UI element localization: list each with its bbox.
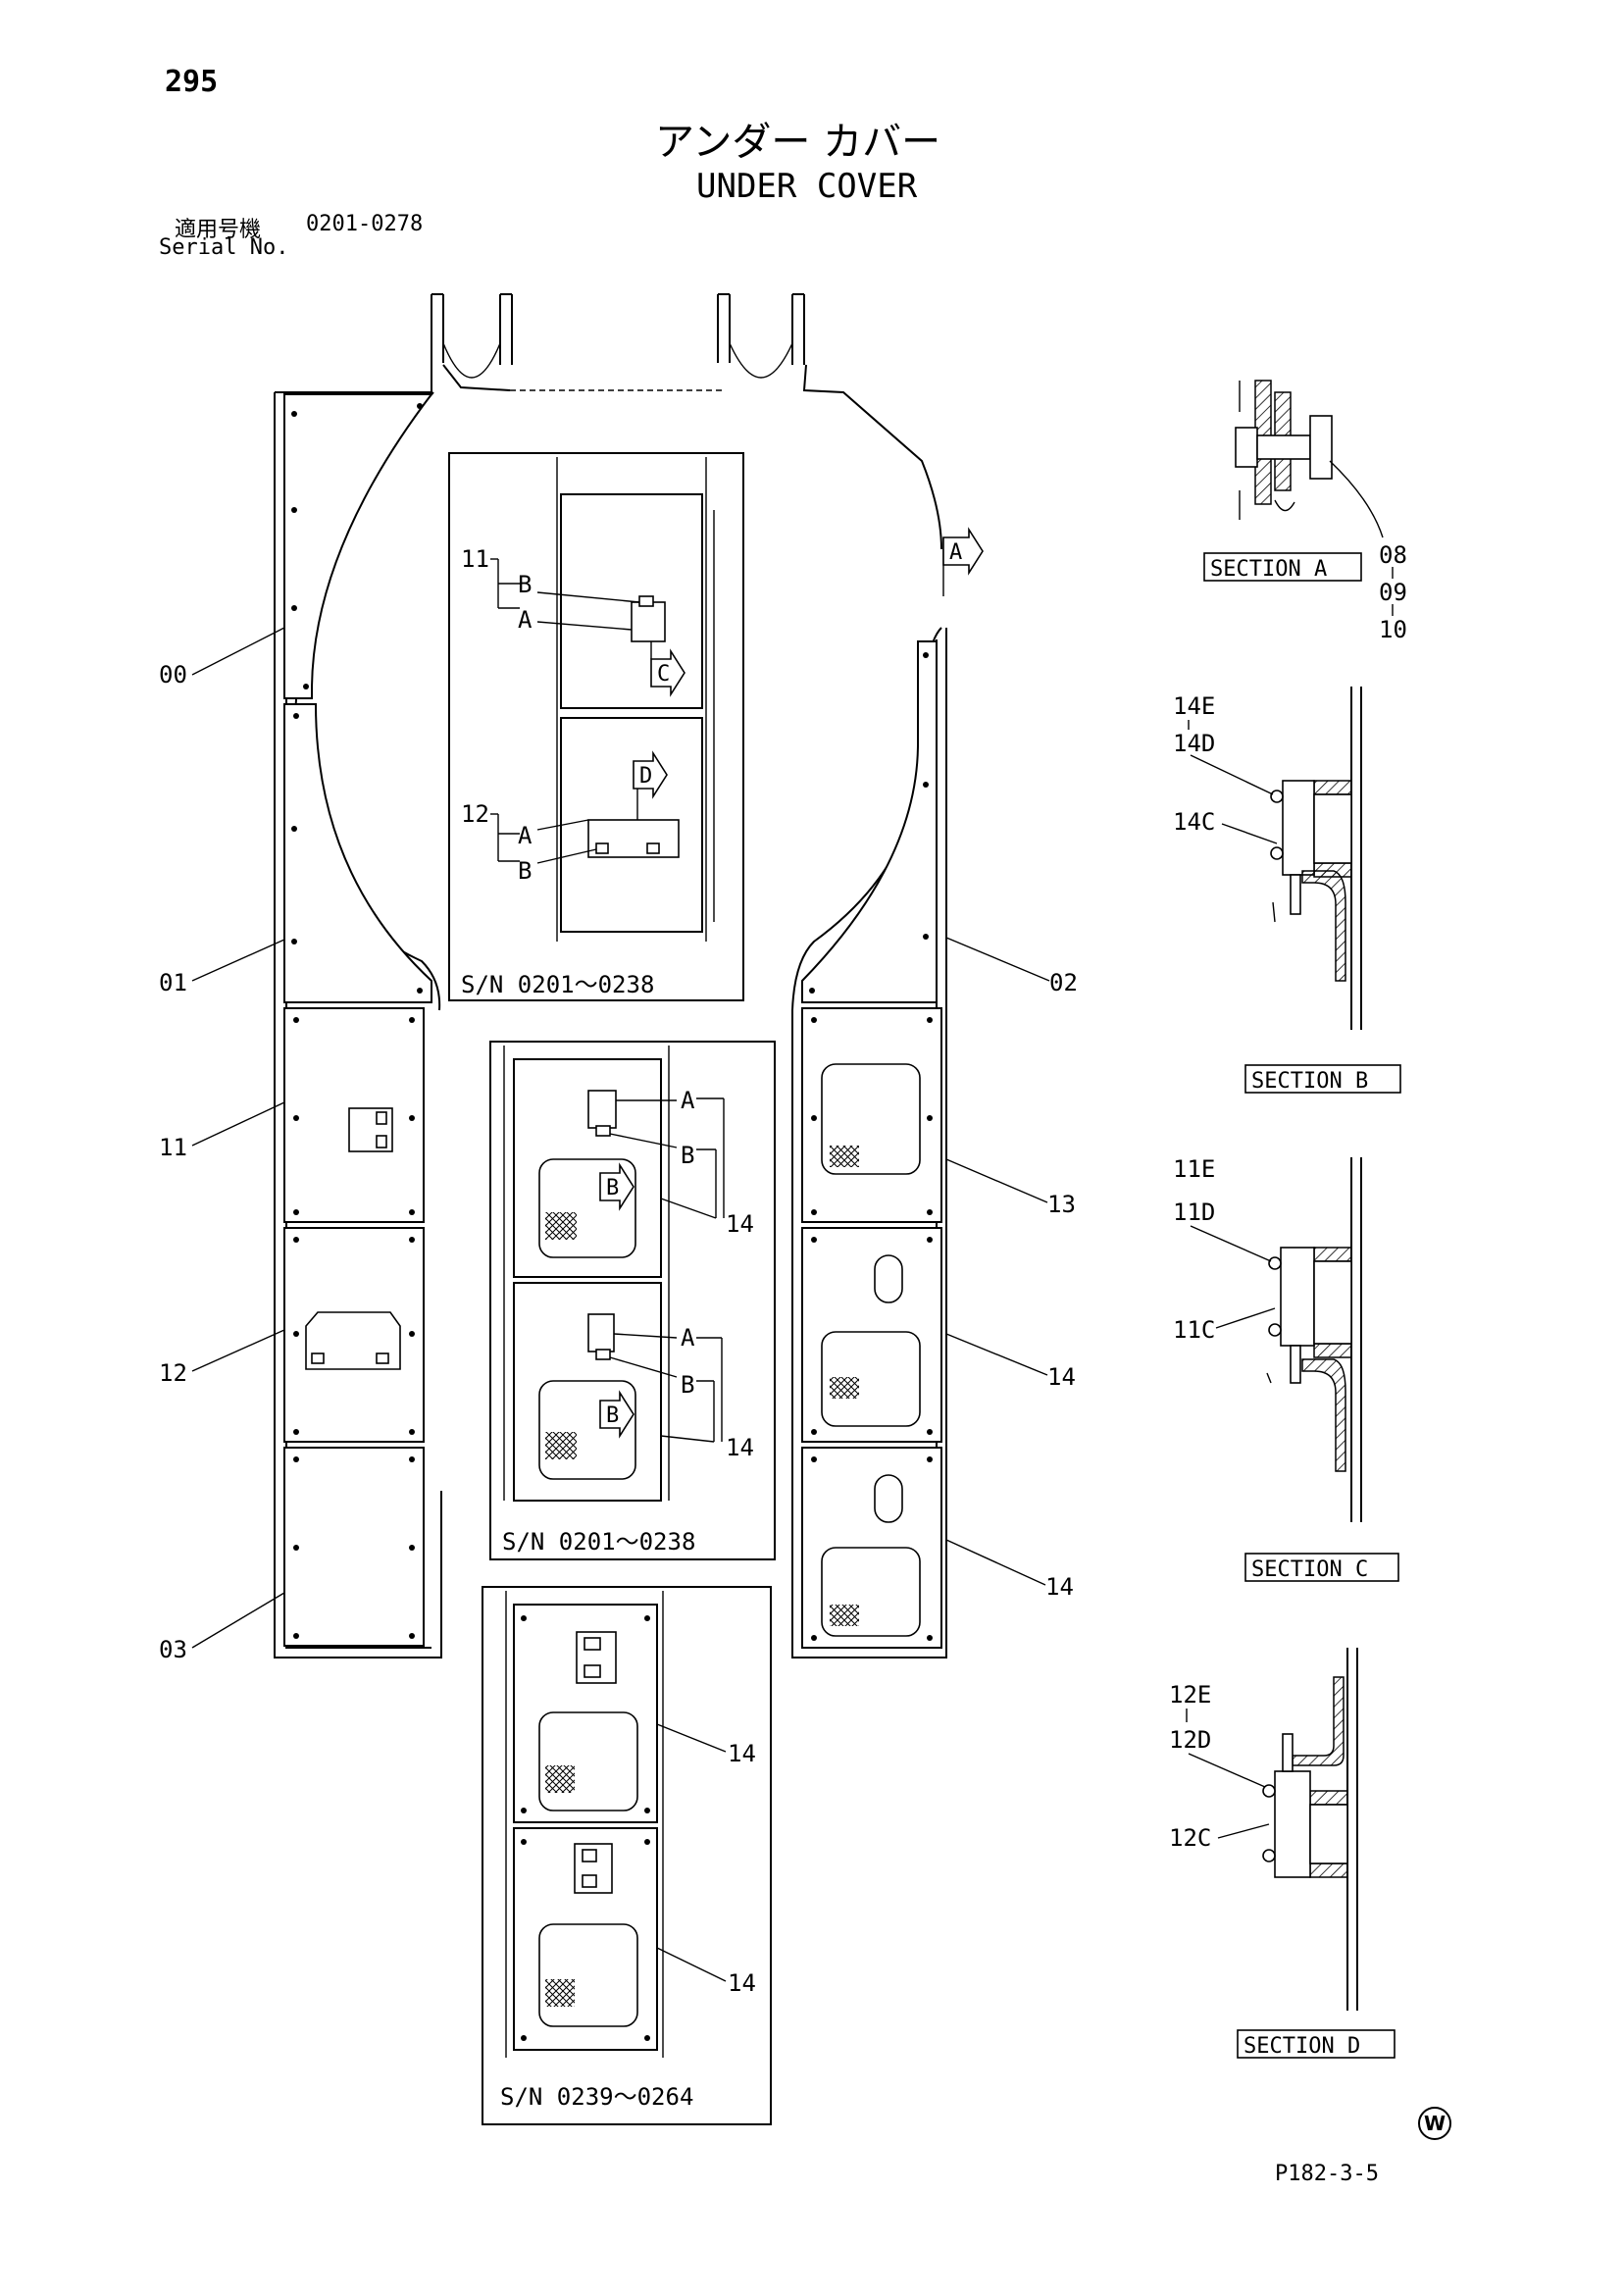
right-cover-panel-14-lower — [801, 1447, 942, 1649]
inset1-callout-12: 12 — [461, 800, 489, 828]
left-cover-panel-03 — [283, 1447, 425, 1647]
inset-detail-2: B B A B 14 A B 14 S/N 0201～0238 — [489, 1041, 776, 1560]
callout-14-right-lower: 14 — [1045, 1573, 1074, 1601]
callout-12C: 12C — [1169, 1824, 1211, 1852]
callout-13: 13 — [1047, 1191, 1076, 1218]
inset2-label-b1: B — [681, 1142, 694, 1169]
inset3-callout-14-upper: 14 — [728, 1740, 756, 1767]
callout-03: 03 — [159, 1636, 187, 1663]
section-c-label: SECTION C — [1251, 1557, 1368, 1582]
callout-14-right-upper: 14 — [1047, 1363, 1076, 1391]
main-callouts: 00 01 11 12 03 02 13 14 14 A — [159, 527, 1078, 1663]
inset-detail-3: 14 14 S/N 0239～0264 — [482, 1586, 772, 2125]
section-c-detail: 11E 11D 11C SECTION C — [1173, 1155, 1399, 1582]
inset1-label-b1: B — [518, 571, 532, 598]
left-cover-panel-01 — [283, 703, 432, 1003]
inset2-arrow-b2: B — [606, 1403, 619, 1428]
left-cover-panel-12 — [283, 1227, 425, 1443]
callout-14E: 14E — [1173, 692, 1215, 720]
page-title-english: UNDER COVER — [696, 167, 918, 206]
inset2-label-a1: A — [681, 1087, 695, 1114]
callout-09: 09 — [1379, 579, 1407, 606]
callout-12D: 12D — [1169, 1726, 1211, 1754]
inset2-label-a2: A — [681, 1324, 695, 1352]
inset1-callout-11: 11 — [461, 545, 489, 573]
inset2-arrow-b1: B — [606, 1176, 619, 1200]
callout-12: 12 — [159, 1359, 187, 1387]
reference-code: P182-3-5 — [1275, 2162, 1379, 2186]
page-number: 295 — [165, 65, 219, 99]
inset1-label-b2: B — [518, 857, 532, 885]
callout-11: 11 — [159, 1134, 187, 1161]
serial-label-japanese: 適用号機 — [175, 218, 262, 242]
left-cover-panel-11 — [283, 1007, 425, 1223]
section-a-detail: SECTION A 08 09 10 — [1203, 380, 1407, 643]
inset1-arrow-d: D — [639, 764, 652, 789]
inset-detail-1: C D 11 B A 12 A B S/N 0201～0238 — [448, 452, 744, 1001]
right-cover-panel-02 — [801, 640, 938, 1003]
callout-08: 08 — [1379, 541, 1407, 569]
callout-01: 01 — [159, 969, 187, 996]
callout-12E: 12E — [1169, 1681, 1211, 1709]
inset3-serial-label: S/N 0239～0264 — [500, 2083, 693, 2111]
callout-11E: 11E — [1173, 1155, 1215, 1183]
section-b-detail: 14E 14D 14C SECTION B — [1173, 687, 1401, 1094]
inset1-label-a1: A — [518, 606, 533, 634]
section-arrow-a: A — [949, 540, 962, 565]
callout-14D: 14D — [1173, 730, 1215, 757]
callout-10: 10 — [1379, 616, 1407, 643]
callout-02: 02 — [1049, 969, 1078, 996]
left-cover-panel-00 — [283, 393, 434, 699]
serial-label-english: Serial No. — [159, 235, 289, 260]
inset3-callout-14-lower: 14 — [728, 1969, 756, 1997]
inset1-label-a2: A — [518, 822, 533, 849]
serial-range: 0201-0278 — [306, 212, 424, 236]
inset2-serial-label: S/N 0201～0238 — [502, 1528, 695, 1556]
right-cover-panel-13 — [801, 1007, 942, 1223]
page-title-japanese: アンダー カバー — [655, 120, 941, 165]
inset2-callout-14-upper: 14 — [726, 1210, 754, 1238]
w-mark-symbol: W — [1418, 2107, 1451, 2140]
inset1-serial-label: S/N 0201～0238 — [461, 971, 654, 998]
inset2-callout-14-lower: 14 — [726, 1434, 754, 1461]
section-d-detail: 12E 12D 12C SECTION D — [1169, 1648, 1396, 2059]
section-b-label: SECTION B — [1251, 1069, 1368, 1094]
section-a-label: SECTION A — [1210, 557, 1327, 582]
section-d-label: SECTION D — [1243, 2034, 1360, 2059]
callout-00: 00 — [159, 661, 187, 689]
callout-14C: 14C — [1173, 808, 1215, 836]
right-cover-panel-14-upper — [801, 1227, 942, 1443]
callout-11C: 11C — [1173, 1316, 1215, 1344]
inset2-label-b2: B — [681, 1371, 694, 1399]
inset1-arrow-c: C — [657, 662, 670, 687]
callout-11D: 11D — [1173, 1199, 1215, 1226]
